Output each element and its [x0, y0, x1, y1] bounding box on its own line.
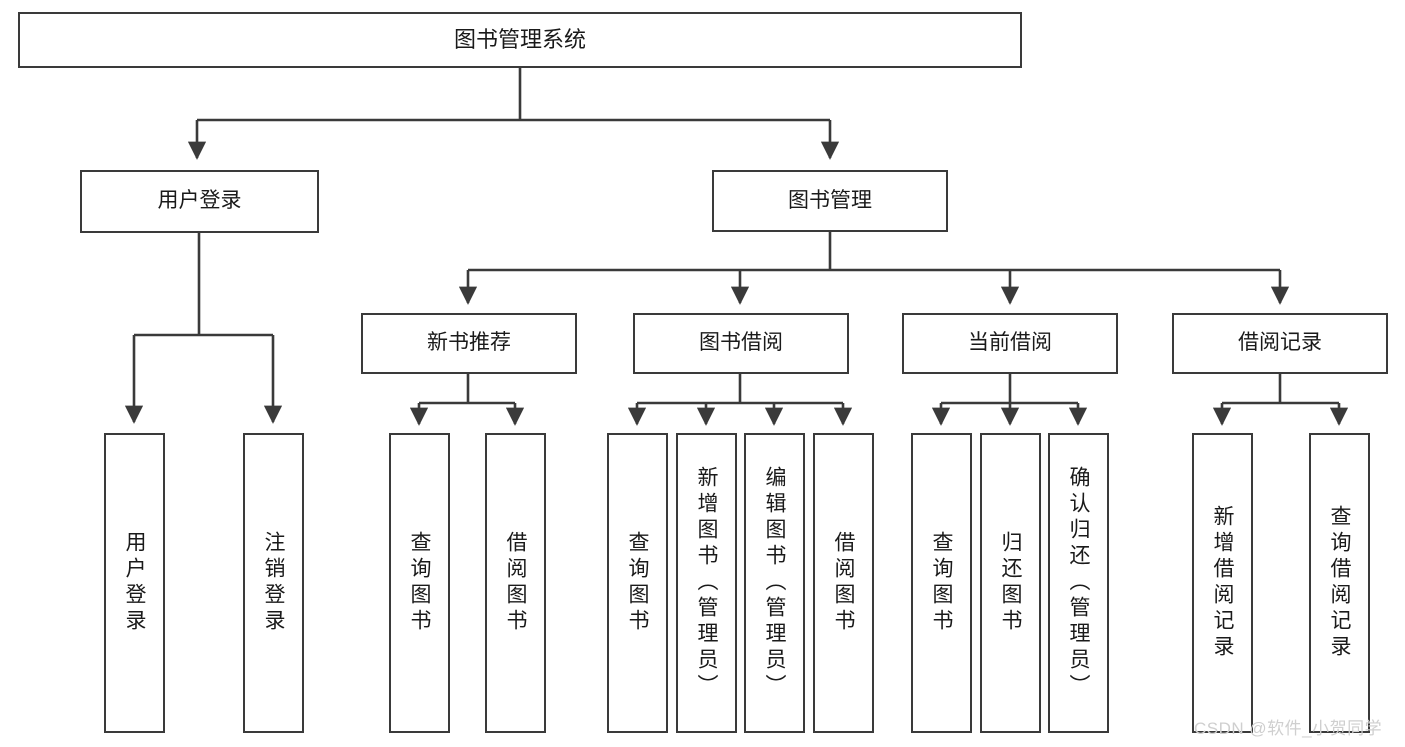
leaf-return-book[interactable]: 归还图书: [980, 433, 1041, 733]
node-root[interactable]: 图书管理系统: [18, 12, 1022, 68]
leaf-confirm-return-admin-label: 确认归还（管理员）: [1067, 466, 1090, 700]
leaf-query-book-3[interactable]: 查询图书: [911, 433, 972, 733]
leaf-query-borrow-record[interactable]: 查询借阅记录: [1309, 433, 1370, 733]
leaf-logout-label: 注销登录: [262, 531, 285, 635]
leaf-query-book-3-label: 查询图书: [930, 531, 953, 635]
watermark: CSDN @软件_小贺同学: [1194, 719, 1383, 738]
node-user-login[interactable]: 用户登录: [80, 170, 319, 233]
node-book-manage[interactable]: 图书管理: [712, 170, 948, 232]
leaf-add-borrow-record[interactable]: 新增借阅记录: [1192, 433, 1253, 733]
leaf-edit-book-admin-label: 编辑图书（管理员）: [763, 466, 786, 700]
leaf-query-book-2-label: 查询图书: [626, 531, 649, 635]
node-borrow-record-label: 借阅记录: [1238, 331, 1322, 355]
leaf-return-book-label: 归还图书: [999, 531, 1022, 635]
node-current-borrow-label: 当前借阅: [968, 331, 1052, 355]
leaf-add-book-admin-label: 新增图书（管理员）: [695, 466, 718, 700]
leaf-logout[interactable]: 注销登录: [243, 433, 304, 733]
leaf-borrow-book-2-label: 借阅图书: [832, 531, 855, 635]
leaf-query-book-2[interactable]: 查询图书: [607, 433, 668, 733]
leaf-confirm-return-admin[interactable]: 确认归还（管理员）: [1048, 433, 1109, 733]
node-current-borrow[interactable]: 当前借阅: [902, 313, 1118, 374]
leaf-user-login-label: 用户登录: [123, 531, 146, 635]
node-user-login-label: 用户登录: [157, 189, 242, 213]
leaf-query-book-1-label: 查询图书: [408, 531, 431, 635]
node-book-borrow[interactable]: 图书借阅: [633, 313, 849, 374]
leaf-user-login[interactable]: 用户登录: [104, 433, 165, 733]
leaf-add-borrow-record-label: 新增借阅记录: [1211, 505, 1234, 661]
leaf-query-borrow-record-label: 查询借阅记录: [1328, 505, 1351, 661]
node-book-borrow-label: 图书借阅: [699, 331, 783, 355]
node-book-manage-label: 图书管理: [788, 188, 872, 212]
leaf-add-book-admin[interactable]: 新增图书（管理员）: [676, 433, 737, 733]
node-root-label: 图书管理系统: [453, 26, 586, 52]
leaf-borrow-book-1[interactable]: 借阅图书: [485, 433, 546, 733]
leaf-query-book-1[interactable]: 查询图书: [389, 433, 450, 733]
leaf-borrow-book-2[interactable]: 借阅图书: [813, 433, 874, 733]
leaf-edit-book-admin[interactable]: 编辑图书（管理员）: [744, 433, 805, 733]
node-borrow-record[interactable]: 借阅记录: [1172, 313, 1388, 374]
node-new-book-recommend-label: 新书推荐: [427, 331, 511, 355]
leaf-borrow-book-1-label: 借阅图书: [504, 531, 527, 635]
node-new-book-recommend[interactable]: 新书推荐: [361, 313, 577, 374]
